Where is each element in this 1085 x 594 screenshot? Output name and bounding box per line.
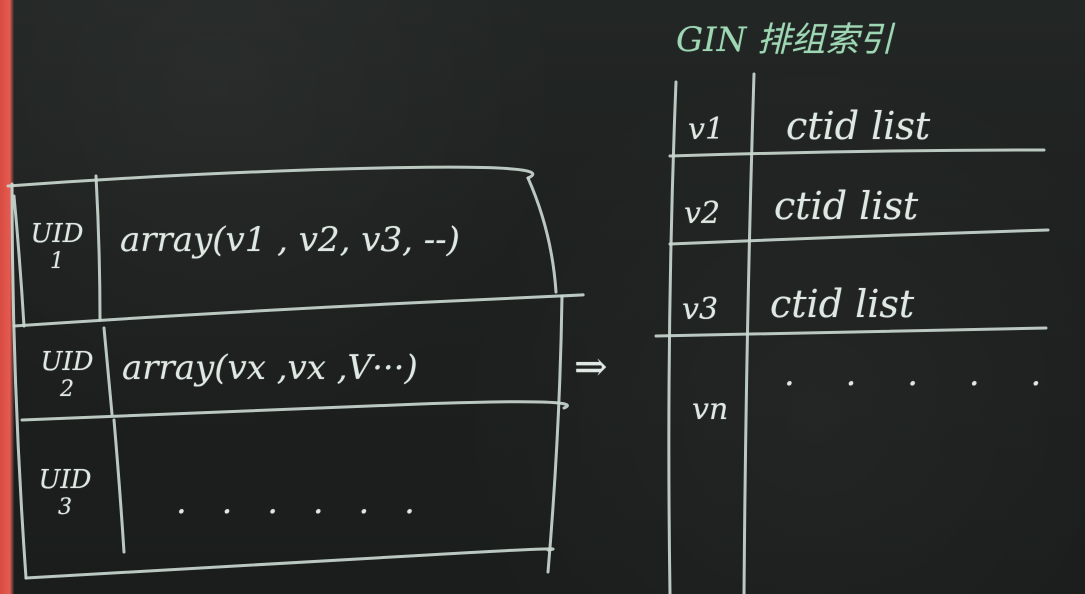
uid-number-2: 2 [60,377,74,402]
gin-key-v2: v2 [684,196,721,231]
left-table-row2-divider [20,400,569,422]
left-table-right-border-lower [546,294,564,574]
uid-cell-2: UID 2 [32,348,102,404]
uid-number-3: 3 [58,495,72,520]
left-table-column-divider-3 [112,418,126,554]
gin-table-row1-divider [668,148,1046,158]
left-table-column-divider-2 [102,326,114,416]
left-table-right-border-upper [526,176,558,294]
left-table-column-divider-1 [94,174,102,322]
double-arrow-icon: ⇒ [574,344,608,390]
array-cell-2: array(vx ,vx ,V···) [122,348,418,388]
gin-value-3: ctid list [770,282,915,326]
gin-key-vn: vn [692,392,729,427]
gin-table-column-divider [742,72,756,594]
uid-cell-1: UID 1 [22,220,92,276]
left-table-bottom-border [24,547,555,580]
uid-number-1: 1 [50,249,64,274]
left-table-row1-divider [12,293,585,328]
uid-label-3: UID [38,465,92,495]
gin-value-ellipsis: · · · · · · · [784,364,1085,404]
ellipsis-cell-3: · · · · · · [176,492,427,532]
left-table-top-border [6,165,535,188]
gin-table-left-border [667,80,678,594]
uid-label-1: UID [30,219,84,249]
gin-value-1: ctid list [786,104,931,148]
red-wall-edge [0,0,14,594]
gin-title: GIN 排组索引 [676,20,894,60]
gin-table-row2-divider [668,228,1050,246]
left-table-left-border [10,182,28,580]
gin-value-2: ctid list [774,184,919,228]
uid-cell-3: UID 3 [30,466,100,522]
gin-key-v1: v1 [688,112,725,147]
left-table-extra-line [12,194,26,328]
array-cell-1: array(v1 , v2, v3, --) [120,220,460,260]
gin-table-row3-divider [654,326,1048,338]
gin-key-v3: v3 [682,292,719,327]
uid-label-2: UID [40,347,94,377]
